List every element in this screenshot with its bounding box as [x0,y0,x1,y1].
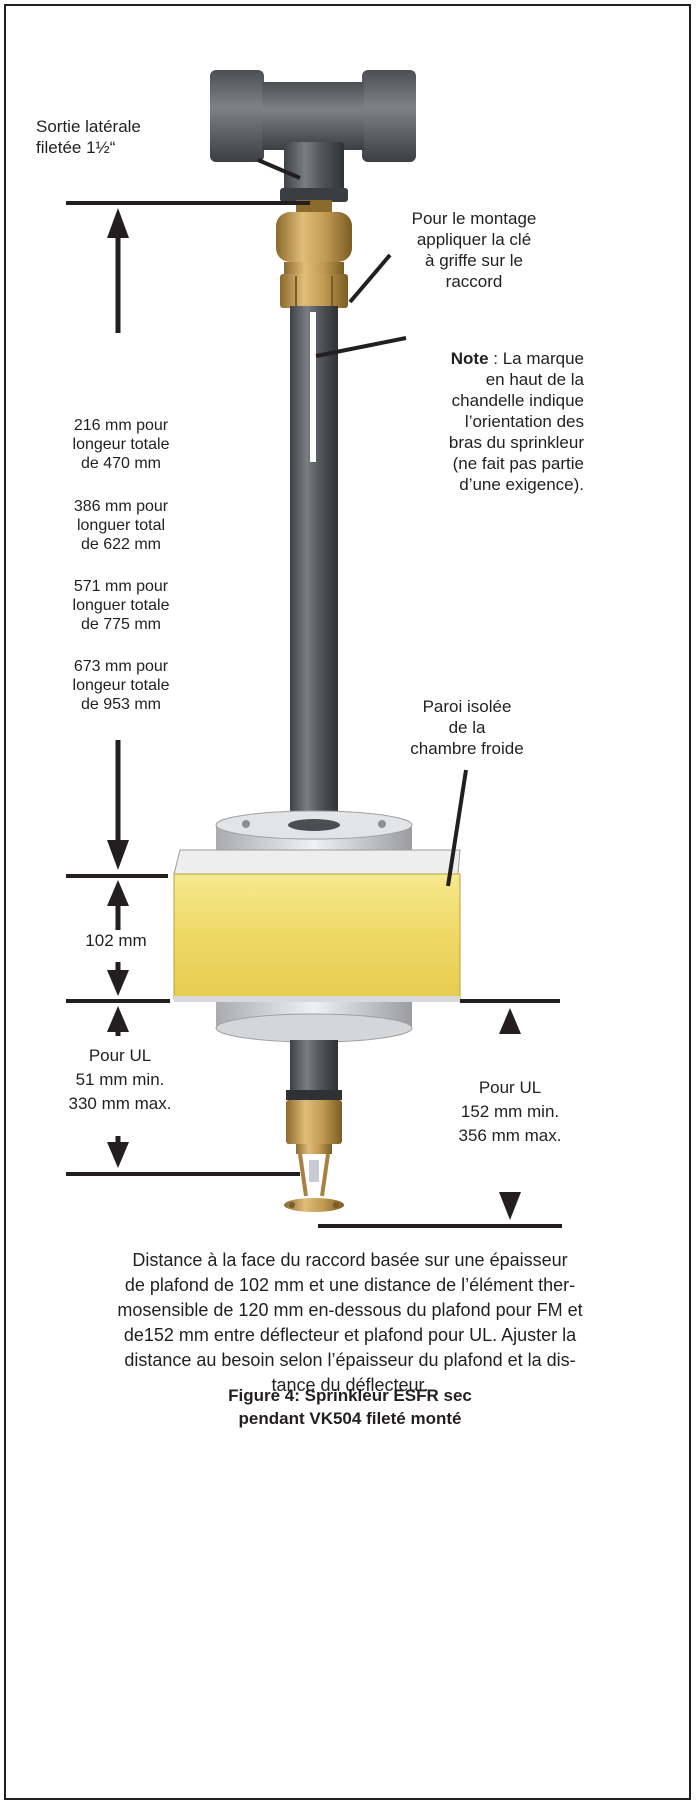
orientation-mark [310,312,316,462]
arrow-down-panel [107,740,129,870]
dim-label-953: 673 mm pour longeur totale de 953 mm [72,658,170,713]
leader-wall [446,769,468,887]
arrow-down-ul-right [499,1192,521,1220]
dim-label-622: 386 mm pour longuer total de 622 mm [73,498,169,553]
note-bold: Note [450,349,489,368]
side-outlet-label: Sortie latérale filetée 1½“ [36,117,141,157]
figure-caption: Distance à la face du raccord basée sur … [117,1250,583,1395]
figure-frame [4,4,691,1800]
leader-wrench [348,253,392,304]
wall-label: Paroi isolée de la chambre froide [410,697,524,758]
leader-note [315,336,407,358]
arrow-up-ul-right [499,1008,521,1034]
sprinkler-head [284,1040,344,1212]
arrow-up-top [107,208,129,333]
arrow-down-ul-left [107,1136,129,1168]
note-label: Note : La marque en haut de la chandelle… [404,348,584,495]
tee-fitting [210,70,416,202]
brass-coupling [276,200,352,308]
figure-title: Figure 4: Sprinkleur ESFR sec pendant VK… [228,1386,472,1428]
leader-side-outlet [257,158,301,180]
upper-flange [215,810,413,851]
sprinkler-pipe [290,306,338,846]
wrench-label: Pour le montage appliquer la clé à griff… [411,209,537,291]
arrow-up-ul-left [107,1006,129,1036]
arrow-up-thickness [107,880,129,930]
lower-flange [215,1002,413,1043]
arrow-down-thickness [107,962,129,996]
ul-left-label: Pour UL 51 mm min. 330 mm max. [68,1046,172,1113]
note-text: : La marque en haut de la chandelle indi… [448,349,584,494]
thickness-label: 102 mm [85,931,147,950]
dim-label-775: 571 mm pour longuer totale de 775 mm [72,578,170,633]
insulated-panel [173,849,461,1002]
dim-label-470: 216 mm pour longeur totale de 470 mm [72,417,170,472]
ul-right-label: Pour UL 152 mm min. 356 mm max. [458,1078,562,1145]
